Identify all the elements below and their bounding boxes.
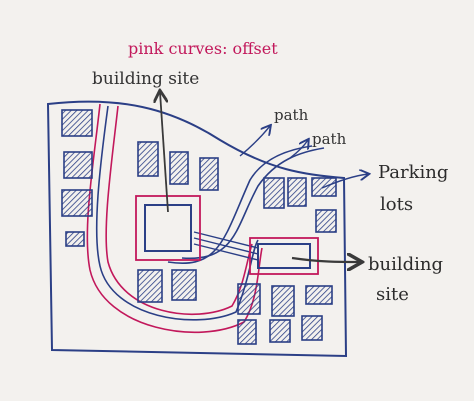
parking-lots [61, 109, 337, 345]
parking-lot [65, 231, 85, 247]
site-connectors [193, 231, 259, 261]
parking-lot [237, 283, 261, 315]
parking-lot [305, 285, 333, 305]
arrow-building-site-top [160, 92, 169, 213]
arrow-building-site-right [291, 258, 360, 262]
arrow-path-2 [289, 140, 308, 159]
parking-lot [301, 315, 323, 341]
parking-lot [237, 319, 257, 345]
label-building-site-right-line1: building [368, 254, 443, 275]
parking-lot [271, 285, 295, 317]
parking-lot [61, 189, 93, 217]
label-parking-line2: lots [380, 194, 413, 215]
label-building-site-top: building site [92, 69, 199, 89]
parking-lot [269, 319, 291, 343]
arrow-parking [321, 174, 368, 189]
site-boundary [46, 100, 348, 358]
arrow-path-1 [239, 126, 270, 157]
parking-lot [61, 109, 93, 137]
annotation-arrows [160, 92, 368, 262]
label-building-site-right-line2: site [376, 284, 409, 305]
path-3 [181, 147, 325, 259]
parking-lot [263, 177, 285, 209]
parking-lot [169, 151, 189, 185]
parking-lot [315, 209, 337, 233]
building-site-right [249, 237, 319, 275]
parking-lot [199, 157, 219, 191]
parking-lot [171, 269, 197, 301]
diagram-title: pink curves: offset [128, 39, 278, 58]
path-1 [95, 105, 259, 321]
label-path-1: path [274, 106, 309, 124]
parking-lot [287, 177, 307, 207]
label-parking-line1: Parking [378, 162, 448, 183]
parking-lot [63, 151, 93, 179]
parking-lot [137, 141, 159, 177]
parking-lot [137, 269, 163, 303]
label-path-2: path [312, 130, 347, 148]
